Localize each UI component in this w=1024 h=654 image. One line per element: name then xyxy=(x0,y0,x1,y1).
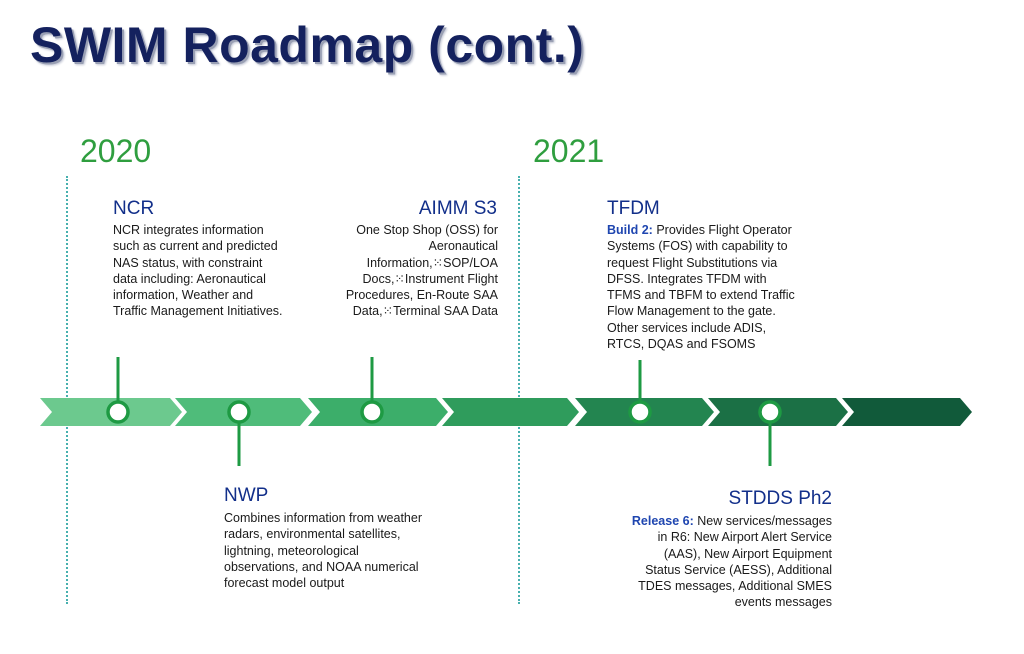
year-label-2021: 2021 xyxy=(533,133,605,169)
timeline-arrow-7 xyxy=(842,398,972,426)
milestone-heading-tfdm: TFDM xyxy=(607,198,660,219)
milestone-marker-nwp xyxy=(227,400,251,424)
milestone-heading-nwp: NWP xyxy=(224,485,269,506)
year-divider-2020 xyxy=(66,176,68,604)
milestone-text-ncr: NCR integrates information such as curre… xyxy=(113,223,283,319)
milestone-text-aimm: One Stop Shop (OSS) for Aeronautical Inf… xyxy=(345,223,498,319)
milestone-marker-tfdm xyxy=(628,400,652,424)
page-title: SWIM Roadmap (cont.) xyxy=(30,17,585,73)
milestone-heading-stdds: STDDS Ph2 xyxy=(728,488,832,509)
milestone-marker-stdds xyxy=(758,400,782,424)
milestone-text-nwp: Combines information from weather radars… xyxy=(224,511,422,591)
milestone-marker-aimm xyxy=(360,400,384,424)
milestone-text-tfdm: Build 2: Provides Flight Operator System… xyxy=(607,223,795,352)
milestone-heading-ncr: NCR xyxy=(113,198,155,219)
timeline-arrows xyxy=(40,398,972,426)
year-divider-2021 xyxy=(518,176,520,604)
year-label-2020: 2020 xyxy=(80,133,152,169)
timeline-arrow-4 xyxy=(442,398,579,426)
milestone-heading-aimm: AIMM S3 xyxy=(418,198,497,219)
milestone-text-stdds: Release 6: New services/messages in R6: … xyxy=(631,514,832,610)
milestone-marker-ncr xyxy=(106,400,130,424)
